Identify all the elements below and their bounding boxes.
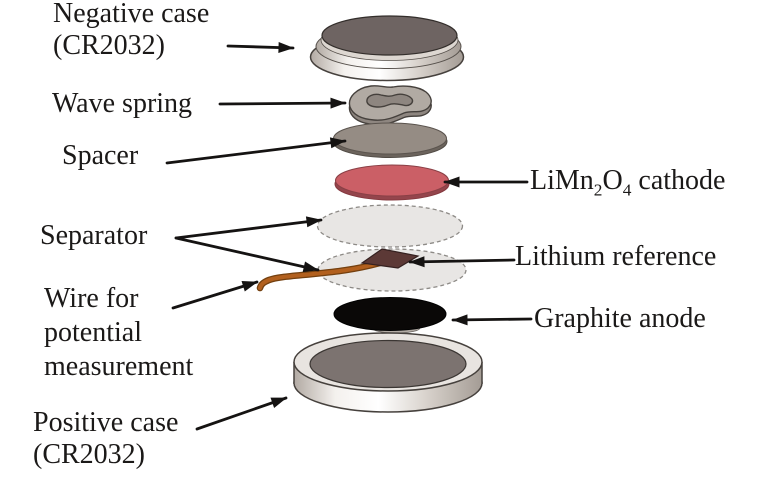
label-graphite-anode: Graphite anode [534, 303, 706, 334]
arrow-spacer [165, 137, 347, 165]
potential-wire [256, 259, 384, 292]
lithium-reference-chip [360, 248, 420, 269]
negative-case-shape [309, 15, 465, 82]
wire-core [258, 261, 382, 290]
arrow-separator-top [174, 216, 323, 240]
label-positive-case-line2: (CR2032) [33, 439, 145, 470]
negative-case-top-face [321, 15, 458, 56]
label-separator: Separator [40, 220, 148, 251]
annotation-arrows [165, 42, 533, 431]
positive-case-shape [293, 332, 483, 413]
separator-bottom-disc [317, 248, 467, 292]
separator-top-disc [316, 204, 464, 248]
label-negative-case-line2: (CR2032) [53, 30, 165, 61]
label-spacer: Spacer [62, 140, 139, 171]
label-wave-spring: Wave spring [52, 88, 193, 119]
label-positive-case-line1: Positive case [33, 407, 179, 438]
wave-spring-shape [348, 85, 432, 126]
wave-spring-top [348, 85, 432, 121]
spacer-top [333, 122, 447, 155]
positive-case-inner-floor [309, 339, 467, 389]
label-negative-case-line1: Negative case [53, 0, 210, 29]
cathode-disc [334, 164, 450, 201]
arrow-positive-case [195, 396, 288, 431]
label-wire-line2: potential [44, 317, 142, 348]
arrow-wave-spring [218, 97, 347, 109]
label-negative-case: Negative case (CR2032) [53, 0, 209, 62]
arrow-negative-case [226, 42, 295, 54]
label-wire-line3: measurement [44, 351, 194, 382]
anode-body [333, 297, 447, 331]
arrow-separator-bottom [174, 236, 320, 273]
label-wire-line1: Wire for [44, 283, 139, 314]
cathode-top [335, 164, 449, 197]
label-cathode: LiMn2O4 cathode [530, 165, 726, 200]
label-positive-case: Positive case (CR2032) [33, 407, 178, 471]
arrow-graphite-anode [451, 314, 533, 326]
label-lithium-reference: Lithium reference [515, 241, 717, 272]
spacer-disc [332, 122, 448, 158]
graphite-anode-disc [333, 297, 447, 334]
arrow-wire [171, 280, 259, 310]
cathode-formula: LiMn2O4 cathode [530, 165, 726, 200]
label-wire: Wire for potential measurement [44, 282, 193, 384]
arrow-lithium-reference [408, 256, 516, 268]
